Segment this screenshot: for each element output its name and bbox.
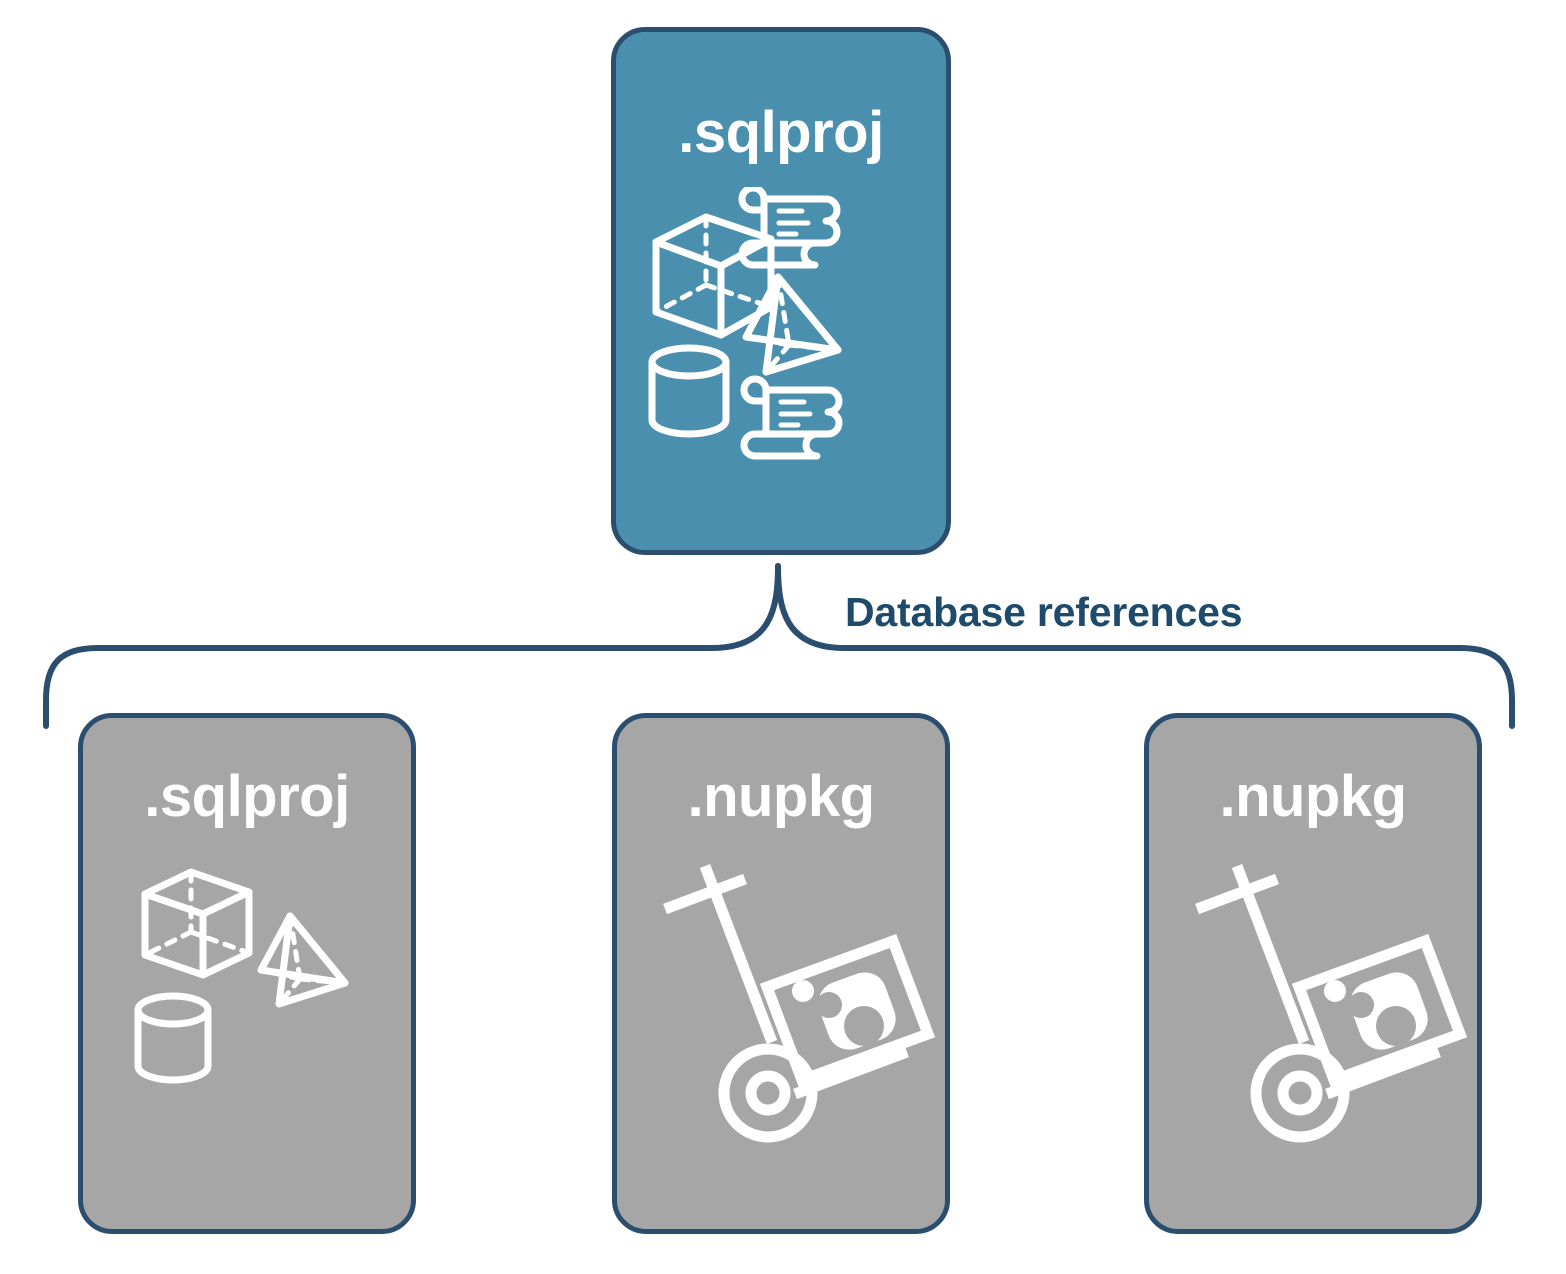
database-references-label: Database references: [845, 589, 1243, 635]
pyramid-icon: [742, 273, 842, 376]
nuget-logo-holes: [816, 992, 884, 1046]
root-node-title: .sqlproj: [678, 100, 884, 165]
reference-node-nupkg-2[interactable]: .nupkg: [1144, 713, 1482, 1234]
nuget-logo-icon: [792, 972, 896, 1050]
reference-node-artwork: [134, 868, 349, 1084]
nuget-logo-icon: [1324, 972, 1428, 1050]
cylinder-icon: [648, 344, 730, 438]
reference-node-nupkg-1[interactable]: .nupkg: [612, 713, 950, 1234]
pyramid-icon: [257, 912, 349, 1008]
reference-node-artwork: [1195, 864, 1468, 1143]
root-node-artwork: [648, 187, 843, 460]
cube-icon: [141, 868, 253, 979]
reference-node-title: .nupkg: [1219, 764, 1407, 829]
nuget-hand-truck-icon: [663, 864, 936, 1143]
script-scroll-icon: [738, 187, 841, 269]
script-scroll-icon: [740, 375, 843, 460]
reference-node-title: .sqlproj: [144, 764, 350, 829]
nuget-hand-truck-icon: [1195, 864, 1468, 1143]
cylinder-icon: [134, 992, 212, 1084]
reference-node-artwork: [663, 864, 936, 1143]
nuget-logo-holes: [1348, 992, 1416, 1046]
root-node-sqlproj[interactable]: .sqlproj: [611, 27, 951, 555]
reference-node-sqlproj[interactable]: .sqlproj: [78, 713, 416, 1234]
reference-node-title: .nupkg: [687, 764, 875, 829]
